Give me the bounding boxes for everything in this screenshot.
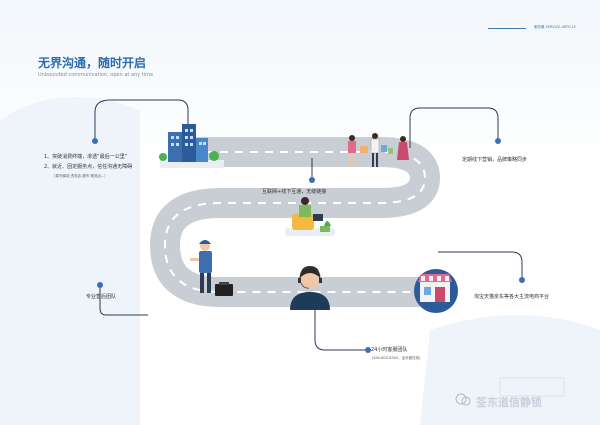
left-point-1: 1、突破消费终端，渗透“最后一公里”: [44, 154, 128, 160]
worker-icon: [190, 240, 233, 296]
online-store-icon: [414, 269, 458, 313]
header-tag: 服务篇 SERVICE ARTICLE: [534, 25, 576, 29]
page-subtitle: Unbounded communication, open at any tim…: [38, 72, 154, 78]
connector-lines: [94, 99, 523, 351]
internet-offline-label: 互联网+线下互通，无缝链接: [262, 189, 327, 195]
left-point-2: 2、就近、固定服务点，信任沟通无障碍: [44, 164, 133, 170]
shoppers-icon: [348, 133, 409, 167]
ecommerce-label: 淘宝天猫京东等各大主流电商平台: [474, 294, 550, 300]
watermark-text: 筌东道信静锁: [476, 396, 542, 409]
headset-agent-icon: [290, 266, 330, 310]
header-rule: [488, 28, 526, 29]
watermark-logo-icon: [455, 393, 471, 406]
hotline-label: 24小时客服团队: [371, 347, 408, 353]
left-point-note: （菜鸟驿站 洗衣店 超市 物流点...）: [52, 174, 108, 178]
offline-marketing-label: 定期线下营销，品牌策略同步: [462, 157, 528, 163]
hotline-number: (400-803-8303，全天候在线): [372, 356, 421, 360]
after-sales-label: 专业售后团队: [86, 294, 117, 300]
winding-road: [149, 137, 441, 307]
page-title: 无界沟通，随时开启: [38, 56, 147, 70]
watermark-stamp: [499, 377, 565, 397]
connector-dots: [92, 138, 525, 353]
building-icon: [159, 124, 224, 168]
person-laptop-icon: [285, 197, 335, 236]
